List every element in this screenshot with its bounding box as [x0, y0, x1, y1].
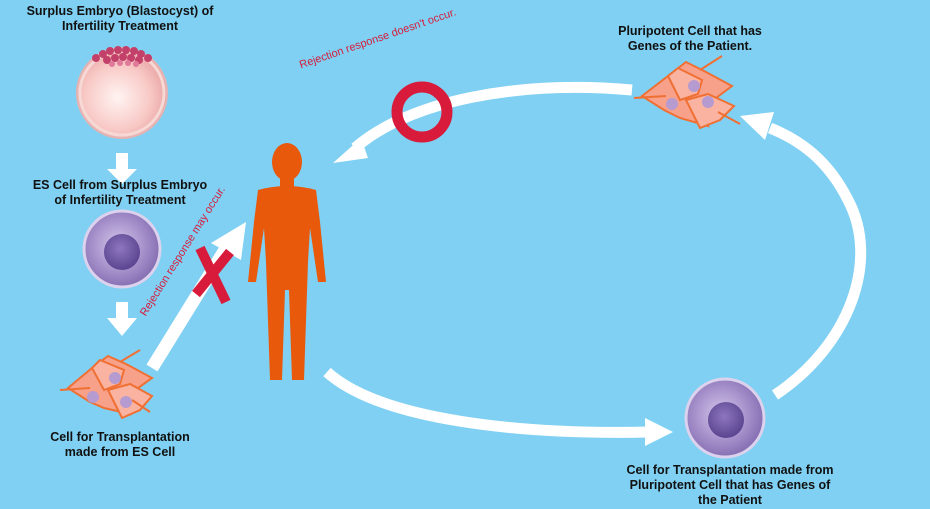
label-transplant-es-line2: made from ES Cell — [64, 445, 176, 459]
down-arrow-1 — [107, 153, 137, 184]
down-arrow-2 — [107, 302, 137, 336]
label-pluripotent: Pluripotent Cell that has Genes of the P… — [600, 24, 780, 54]
ok-circle-icon — [391, 81, 453, 143]
arc-arrow-top — [351, 81, 633, 153]
cross-x-icon — [192, 245, 234, 305]
label-transplant-pluri-line1: Cell for Transplantation made from — [626, 463, 834, 477]
patient-person-icon — [248, 143, 326, 380]
arc-arrow-top-head — [333, 138, 368, 163]
transplant-cells-es-icon — [59, 349, 154, 420]
label-transplant-pluri-line3: the Patient — [698, 493, 762, 507]
label-es-cell: ES Cell from Surplus Embryo of Infertili… — [0, 178, 240, 208]
label-transplant-es: Cell for Transplantation made from ES Ce… — [0, 430, 240, 460]
label-pluri-line2: Genes of the Patient. — [627, 39, 753, 53]
label-transplant-pluri-line2: Pluripotent Cell that has Genes of — [629, 478, 831, 492]
label-transplant-pluripotent: Cell for Transplantation made from Pluri… — [600, 463, 860, 508]
arc-arrow-right-head — [740, 112, 774, 140]
arc-arrow-right — [767, 122, 867, 400]
pluripotent-transplant-cell-icon — [684, 377, 766, 459]
label-es-line2: of Infertility Treatment — [54, 193, 186, 207]
label-embryo-line1: Surplus Embryo (Blastocyst) of — [26, 4, 214, 18]
pluripotent-cells-icon — [633, 55, 741, 130]
es-cell-icon — [82, 209, 162, 289]
blastocyst-icon — [76, 46, 168, 139]
label-transplant-es-line1: Cell for Transplantation — [50, 430, 190, 444]
label-pluri-line1: Pluripotent Cell that has — [618, 24, 762, 38]
label-embryo-line2: Infertility Treatment — [62, 19, 178, 33]
label-embryo: Surplus Embryo (Blastocyst) of Infertili… — [0, 4, 240, 34]
arc-arrow-bottom — [323, 367, 651, 438]
arc-arrow-bottom-head — [645, 418, 673, 446]
label-es-line1: ES Cell from Surplus Embryo — [32, 178, 208, 192]
